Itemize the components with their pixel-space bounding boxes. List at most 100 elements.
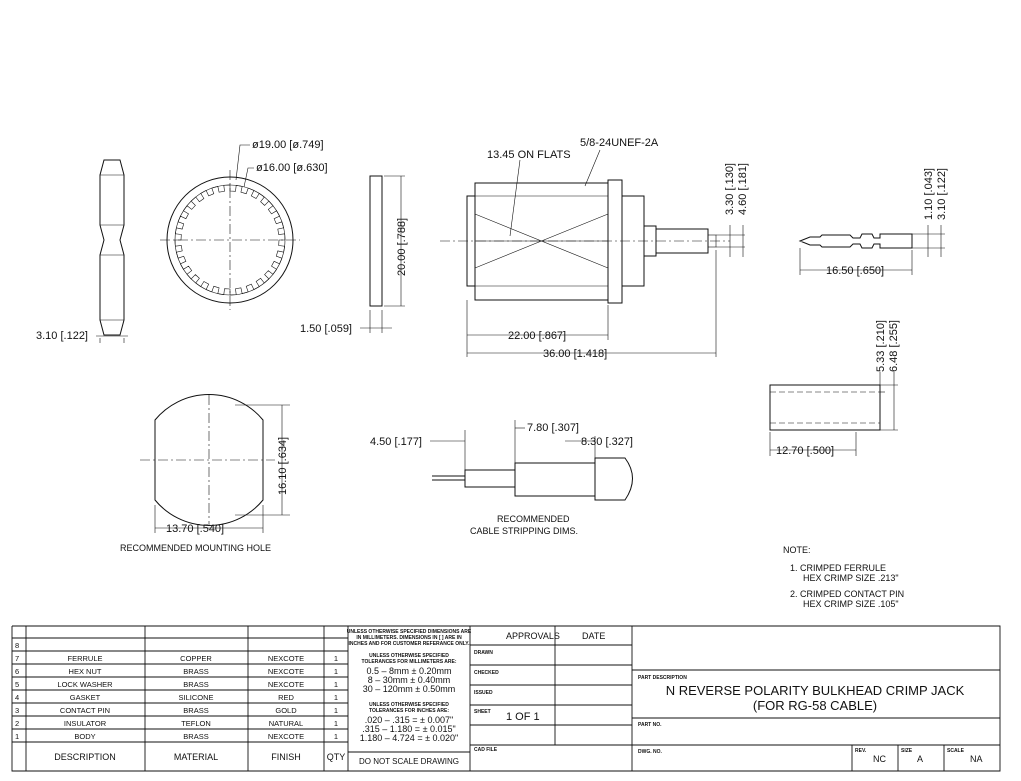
drawn-label: DRAWN bbox=[474, 650, 493, 656]
mm-tol-title-1: UNLESS OTHERWISE SPECIFIED bbox=[369, 653, 449, 659]
pin-length-label: 16.50 [.650] bbox=[826, 265, 884, 277]
sheet-label: SHEET bbox=[474, 709, 491, 715]
bom-header-qty: QTY bbox=[327, 752, 346, 762]
bom-material: BRASS bbox=[183, 732, 208, 741]
bom-description: FERRULE bbox=[67, 654, 102, 663]
mounting-hole-caption: RECOMMENDED MOUNTING HOLE bbox=[120, 543, 271, 553]
bom-no: 4 bbox=[15, 693, 19, 702]
bom-description: GASKET bbox=[70, 693, 101, 702]
body-dia-large-label: 4.60 [.181] bbox=[737, 163, 749, 215]
bom-finish: NATURAL bbox=[269, 719, 303, 728]
bom-qty: 1 bbox=[334, 693, 338, 702]
mounting-hole-height-label: 16.10 [.634] bbox=[277, 437, 289, 495]
ferrule-id-label: 5.33 [.210] bbox=[875, 320, 887, 372]
mounting-hole-width-label: 13.70 [.540] bbox=[166, 523, 224, 535]
checked-label: CHECKED bbox=[474, 670, 499, 676]
in-tol-2: .315 – 1.180 = ± 0.015" bbox=[362, 724, 455, 734]
bom-qty: 1 bbox=[334, 732, 338, 741]
body-total-length-label: 36.00 [1.418] bbox=[543, 348, 607, 360]
bom-finish: NEXCOTE bbox=[268, 667, 304, 676]
part-description-line-2: (FOR RG-58 CABLE) bbox=[753, 698, 877, 713]
bom-qty: 1 bbox=[334, 706, 338, 715]
bom-description: LOCK WASHER bbox=[57, 680, 113, 689]
bom-description: HEX NUT bbox=[69, 667, 102, 676]
notes: NOTE: 1. CRIMPED FERRULE HEX CRIMP SIZE … bbox=[783, 545, 904, 609]
approvals-header: APPROVALS bbox=[506, 631, 560, 641]
do-not-scale-note: DO NOT SCALE DRAWING bbox=[359, 757, 459, 766]
size-label: SIZE bbox=[901, 748, 913, 754]
bom-row: 4 GASKET SILICONE RED 1 bbox=[15, 693, 338, 702]
part-no-label: PART NO. bbox=[638, 722, 662, 728]
pin-dia-small-label: 1.10 [.043] bbox=[923, 168, 935, 220]
bom-finish: NEXCOTE bbox=[268, 732, 304, 741]
bom-row: 8 bbox=[15, 641, 19, 650]
gasket-height-label: 20.00 [.788] bbox=[396, 218, 408, 276]
rev-value: NC bbox=[873, 754, 886, 764]
mm-tol-1: 0.5 – 8mm ± 0.20mm bbox=[367, 666, 452, 676]
gasket-thickness-label: 1.50 [.059] bbox=[300, 323, 352, 335]
strip-dim1-label: 4.50 [.177] bbox=[370, 436, 422, 448]
bom-row: 3 CONTACT PIN BRASS GOLD 1 bbox=[15, 706, 338, 715]
mm-tol-title-2: TOLERANCES FOR MILLIMETERS ARE: bbox=[362, 659, 457, 665]
bom-material: TEFLON bbox=[181, 719, 211, 728]
mounting-hole-view: 16.10 [.634] 13.70 [.540] RECOMMENDED MO… bbox=[120, 394, 290, 553]
scale-value: NA bbox=[970, 754, 983, 764]
bom-no: 6 bbox=[15, 667, 19, 676]
bom-no: 3 bbox=[15, 706, 19, 715]
issued-label: ISSUED bbox=[474, 690, 493, 696]
units-note-1: UNLESS OTHERWISE SPECIFIED DIMENSIONS AR… bbox=[347, 629, 472, 635]
bom-qty: 1 bbox=[334, 667, 338, 676]
note-1-detail: HEX CRIMP SIZE .213" bbox=[803, 573, 899, 583]
ferrule-od-label: 6.48 [.255] bbox=[888, 320, 900, 372]
bom-header-material: MATERIAL bbox=[174, 752, 218, 762]
units-note-2: IN MILLIMETERS. DIMENSIONS IN [ ] ARE IN bbox=[356, 635, 462, 641]
notes-title: NOTE: bbox=[783, 545, 811, 555]
bom-material: SILICONE bbox=[178, 693, 213, 702]
bom-description: INSULATOR bbox=[64, 719, 107, 728]
note-1: 1. CRIMPED FERRULE bbox=[790, 563, 886, 573]
bom-description: CONTACT PIN bbox=[60, 706, 110, 715]
cable-stripping-view: 4.50 [.177] 7.80 [.307] 8.30 [.327] RECO… bbox=[370, 420, 633, 536]
bom-material: BRASS bbox=[183, 706, 208, 715]
hex-nut-view: 3.10 [.122] bbox=[36, 159, 128, 343]
rev-label: REV. bbox=[855, 748, 867, 754]
connector-body-view: 13.45 ON FLATS 5/8-24UNEF-2A 3.30 [.130]… bbox=[440, 137, 749, 360]
bom-description: BODY bbox=[74, 732, 95, 741]
note-2-detail: HEX CRIMP SIZE .105" bbox=[803, 599, 899, 609]
bom-finish: GOLD bbox=[275, 706, 297, 715]
body-dia-small-label: 3.30 [.130] bbox=[724, 163, 736, 215]
strip-caption-1: RECOMMENDED bbox=[497, 514, 570, 524]
units-note-3: INCHES AND FOR CUSTOMER REFERANCE ONLY. bbox=[349, 641, 471, 647]
mm-tol-2: 8 – 30mm ± 0.40mm bbox=[368, 675, 450, 685]
date-header: DATE bbox=[582, 631, 605, 641]
bom-header-finish: FINISH bbox=[271, 752, 301, 762]
in-tol-title-2: TOLERANCES FOR INCHES ARE: bbox=[369, 708, 449, 714]
in-tol-1: .020 – .315 = ± 0.007" bbox=[365, 715, 453, 725]
strip-caption-2: CABLE STRIPPING DIMS. bbox=[470, 526, 578, 536]
bom-qty: 1 bbox=[334, 680, 338, 689]
bom-finish: NEXCOTE bbox=[268, 654, 304, 663]
cad-file-label: CAD FILE bbox=[474, 747, 498, 753]
body-thread-label: 5/8-24UNEF-2A bbox=[580, 137, 659, 149]
strip-dim3-label: 8.30 [.327] bbox=[581, 436, 633, 448]
washer-inner-dia-label: ø16.00 [ø.630] bbox=[256, 162, 328, 174]
body-length-label: 22.00 [.867] bbox=[508, 330, 566, 342]
bom-no: 8 bbox=[15, 641, 19, 650]
bom-finish: NEXCOTE bbox=[268, 680, 304, 689]
washer-outer-dia-label: ø19.00 [ø.749] bbox=[252, 139, 324, 151]
bom-material: BRASS bbox=[183, 667, 208, 676]
gasket-view: 20.00 [.788] 1.50 [.059] bbox=[300, 175, 408, 335]
ferrule-view: 5.33 [.210] 6.48 [.255] 12.70 [.500] bbox=[769, 320, 900, 457]
ferrule-length-label: 12.70 [.500] bbox=[776, 445, 834, 457]
part-description-line-1: N REVERSE POLARITY BULKHEAD CRIMP JACK bbox=[666, 683, 965, 698]
bom-row: 6 HEX NUT BRASS NEXCOTE 1 bbox=[15, 667, 338, 676]
in-tol-3: 1.180 – 4.724 = ± 0.020" bbox=[360, 733, 458, 743]
dwg-no-label: DWG. NO. bbox=[638, 749, 662, 755]
bom-finish: RED bbox=[278, 693, 294, 702]
